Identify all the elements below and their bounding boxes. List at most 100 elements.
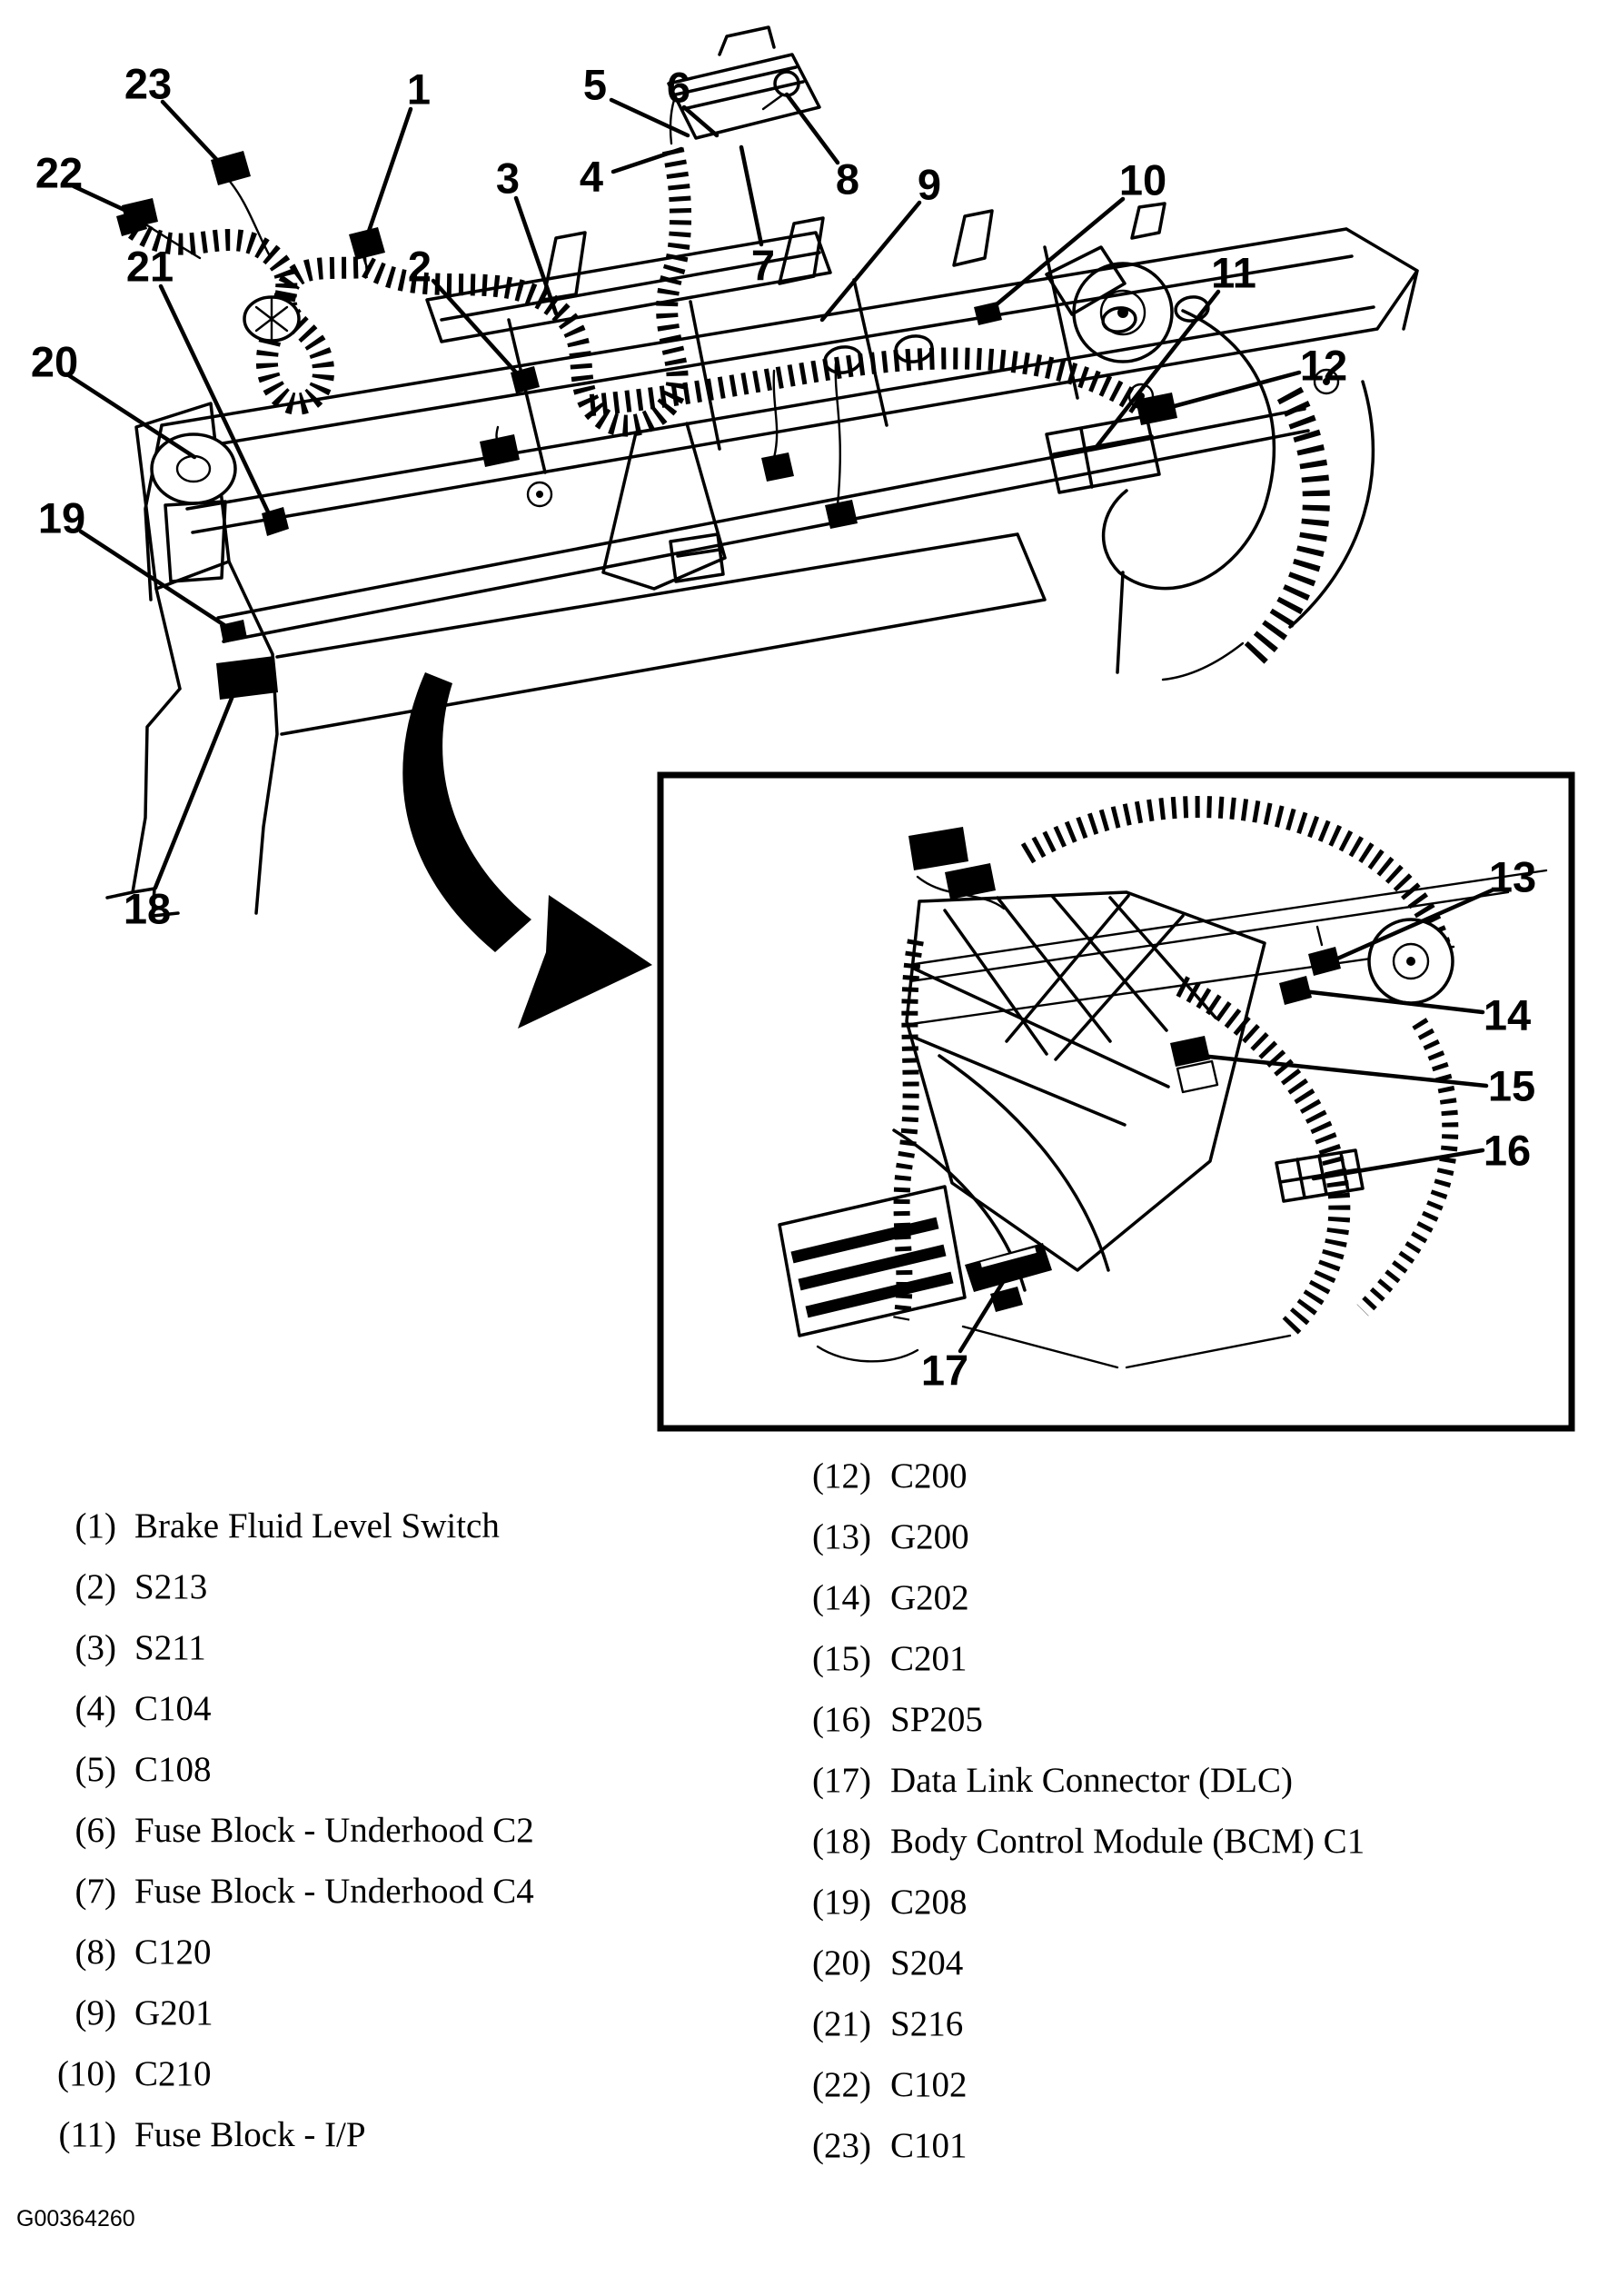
leader-line-9 — [819, 200, 922, 323]
callout-1: 1 — [407, 65, 431, 114]
legend-item: (10) C210 — [36, 2043, 781, 2104]
inset-boss-inner — [1392, 942, 1430, 980]
legend-item: (22)C102 — [812, 2054, 1593, 2115]
leader-line-22 — [71, 184, 141, 219]
legend-column-right: (12)C200 (13)G200 (14)G202 (15)C201 (16)… — [812, 1446, 1593, 2176]
legend-item: (7) Fuse Block - Underhood C4 — [36, 1861, 781, 1922]
right-ribbed-hose — [1243, 386, 1330, 666]
callout-17: 17 — [921, 1347, 968, 1395]
legend-item-label: C208 — [890, 1883, 968, 1922]
legend-item-number: (19) — [812, 1883, 871, 1922]
legend-item-number: (11) — [58, 2115, 116, 2154]
legend-item: (18)Body Control Module (BCM) C1 — [812, 1811, 1593, 1872]
legend-item-label: S204 — [890, 1943, 964, 1983]
legend-item-number: (7) — [74, 1872, 116, 1911]
legend-item-number: (23) — [812, 2126, 871, 2165]
legend-item-label: G200 — [890, 1517, 969, 1556]
beam-hole — [823, 345, 863, 374]
leader-lines — [65, 92, 1494, 1354]
callout-15: 15 — [1488, 1062, 1535, 1110]
inset-box — [657, 771, 1575, 1432]
legend-item: (9)G201 — [36, 1983, 781, 2043]
reservoir-can — [164, 500, 227, 583]
legend-item-label: Fuse Block - Underhood C2 — [134, 1811, 534, 1850]
callout-6: 6 — [667, 64, 690, 112]
fuse-block-underhood — [667, 25, 821, 140]
legend-item-number: (10) — [57, 2054, 116, 2093]
leader-line-1 — [361, 106, 413, 250]
callout-9: 9 — [918, 161, 941, 209]
inset-connectors — [908, 827, 1341, 1312]
leader-line-7 — [739, 144, 764, 247]
legend-item-label: Data Link Connector (DLC) — [890, 1761, 1293, 1800]
hatched-module-stripes — [790, 1217, 954, 1318]
callout-18: 18 — [124, 885, 171, 933]
legend-item-number: (20) — [812, 1943, 871, 1983]
left-end-plate — [134, 402, 231, 591]
leader-line-23 — [160, 99, 230, 174]
legend-item-label: S213 — [134, 1567, 208, 1606]
legend-item: (19) C208 — [812, 1872, 1593, 1933]
legend-item-number: (21) — [812, 2004, 871, 2043]
legend-item: (2) S213 — [36, 1556, 781, 1617]
legend-item: (4)C104 — [36, 1678, 781, 1739]
inset-tube-mid — [1176, 976, 1351, 1339]
sp205-splice-pack — [1275, 1148, 1365, 1203]
legend-item-label: C210 — [134, 2054, 212, 2093]
beam-hole — [894, 334, 934, 363]
leader-line-13 — [1316, 888, 1494, 969]
legend-item-label: C108 — [134, 1750, 212, 1789]
legend-item-number: (6) — [74, 1811, 116, 1850]
legend-item-number: (16) — [812, 1700, 871, 1739]
rivet-center — [1323, 378, 1330, 385]
legend-item-label: G202 — [890, 1578, 969, 1617]
reservoir-body — [150, 432, 237, 505]
legend-item-number: (2) — [74, 1567, 116, 1606]
leader-line-5 — [609, 97, 690, 138]
legend-item: (21)S216 — [812, 1993, 1593, 2054]
callout-10: 10 — [1119, 156, 1166, 204]
legend-item-label: SP205 — [890, 1700, 983, 1739]
harness-tube-center-loops — [362, 141, 692, 437]
callout-22: 22 — [35, 149, 83, 197]
legend-item: (14)G202 — [812, 1567, 1593, 1628]
callout-2: 2 — [408, 243, 432, 291]
callout-20: 20 — [31, 338, 78, 386]
callout-numbers: 1 2 3 4 5 6 7 8 9 10 11 12 13 14 15 16 1… — [31, 60, 1536, 1395]
legend-item-label: C201 — [890, 1639, 968, 1678]
legend-item-label: G201 — [134, 1993, 213, 2033]
center-braces — [601, 422, 727, 591]
legend-item: (16) SP205 — [812, 1689, 1593, 1750]
rivet-center — [536, 491, 543, 498]
hvac-lattice — [905, 890, 1266, 1272]
legend-item-number: (12) — [812, 1456, 871, 1496]
leader-line-19 — [78, 529, 235, 633]
top-duct — [425, 231, 832, 343]
inset-diagram — [778, 796, 1548, 1369]
fuse-block-ip — [1045, 414, 1161, 494]
harness-tube-beam-run — [589, 347, 1152, 418]
leader-line-18 — [153, 689, 237, 890]
callout-3: 3 — [496, 154, 520, 203]
inset-bottom-arc — [816, 1345, 919, 1363]
leader-line-2 — [431, 278, 528, 385]
leader-line-15 — [1189, 1052, 1489, 1088]
legend-item-number: (18) — [812, 1822, 871, 1861]
rivet — [1313, 368, 1340, 395]
callout-13: 13 — [1489, 853, 1536, 901]
leader-line-8 — [784, 92, 840, 165]
grommet-spokes — [254, 295, 289, 343]
leader-line-6 — [681, 104, 720, 138]
leader-line-20 — [65, 372, 197, 460]
legend-item-number: (8) — [74, 1933, 116, 1972]
callout-21: 21 — [126, 243, 174, 291]
legend-item-label: Fuse Block - Underhood C4 — [134, 1872, 534, 1911]
column-boss-inner — [1099, 289, 1146, 336]
callout-12: 12 — [1300, 342, 1347, 390]
leader-line-16 — [1311, 1148, 1485, 1181]
dlc-slots — [980, 1247, 1037, 1267]
beam-brackets — [541, 202, 1166, 302]
harness-tube-left-cluster — [128, 219, 368, 415]
leader-line-3 — [513, 195, 559, 316]
